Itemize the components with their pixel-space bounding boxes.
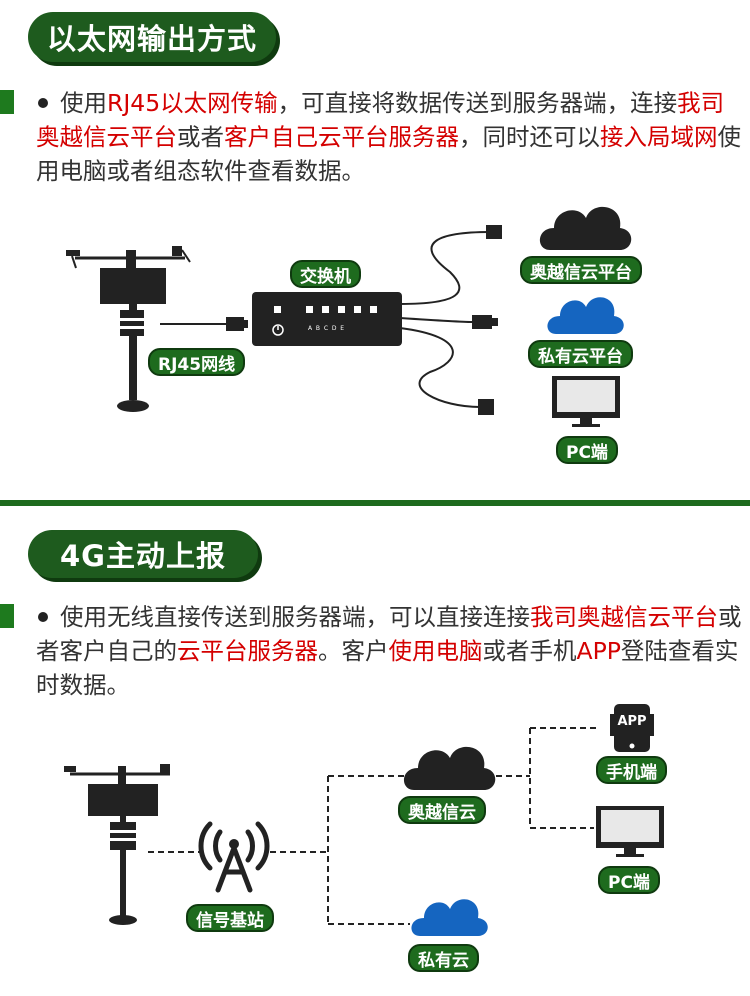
private-cloud-icon (547, 297, 624, 334)
signal-tower-icon (198, 821, 270, 893)
tower-label: 信号基站 (186, 904, 274, 932)
highlight-text: 客户自己云平台服务器 (224, 123, 459, 151)
section2-title: 4G主动上报 (28, 530, 258, 578)
body-text: 使用电脑或者组态软件查看数据。 (36, 123, 741, 185)
switch-port-labels: A B C D E (308, 325, 345, 332)
weather-station-icon-2 (64, 764, 170, 925)
pc-label-2: PC端 (598, 866, 660, 894)
cloud-main-label-2: 奥越信云 (398, 796, 486, 824)
bullet-dot (38, 611, 48, 622)
highlight-text: 我司奥越信云平台 (530, 603, 718, 631)
cloud-main-label: 奥越信云平台 (520, 256, 642, 284)
cable-label: RJ45网线 (148, 348, 246, 376)
rj45-cable-icon (160, 317, 248, 331)
highlight-text: 我司奥越信云平台 (36, 89, 725, 151)
pc-label: PC端 (556, 436, 618, 464)
switch-cables-icon (399, 225, 502, 415)
section2-accent-bar (0, 604, 14, 628)
cloud-icon-2 (403, 746, 496, 790)
switch-label: 交换机 (290, 260, 361, 288)
bullet-dot (38, 97, 48, 108)
highlight-text: 云平台服务器 (177, 637, 318, 665)
section1-accent-bar (0, 90, 14, 114)
phone-app-icon (610, 704, 654, 752)
dashed-connections (148, 727, 598, 925)
highlight-text: 接入局域网 (600, 123, 718, 151)
weather-station-icon (66, 246, 191, 412)
body-text: 使用无线直接传送到服务器端，可以直接连接 (60, 603, 530, 631)
monitor-icon (552, 376, 620, 427)
body-text: 或者手机 (482, 637, 577, 665)
monitor-icon-2 (596, 806, 664, 857)
body-text: 或者 (177, 123, 224, 151)
section2-paragraph: 使用无线直接传送到服务器端，可以直接连接我司奥越信云平台或者客户自己的云平台服务… (36, 600, 746, 702)
body-text: 。客户 (318, 637, 389, 665)
highlight-text: RJ45以太网传输 (107, 89, 278, 117)
body-text: ，同时还可以 (459, 123, 600, 151)
private-cloud-icon-2 (411, 899, 488, 936)
body-text: 使用 (60, 89, 107, 117)
phone-label: 手机端 (596, 756, 667, 784)
cloud-private-label-2: 私有云 (408, 944, 479, 972)
section1-title-text: 以太网输出方式 (46, 22, 257, 56)
phone-app-text: APP (617, 714, 647, 729)
body-text: ，可直接将数据传送到服务器端，连接 (277, 89, 678, 117)
section2-title-text: 4G主动上报 (60, 539, 226, 573)
network-switch-icon (252, 292, 402, 346)
section1-title: 以太网输出方式 (28, 12, 276, 62)
cloud-private-label: 私有云平台 (528, 340, 633, 368)
highlight-text: 使用电脑 (388, 637, 483, 665)
highlight-text: APP (576, 637, 621, 665)
body-text: 登陆查看实时数据。 (36, 637, 739, 699)
section1-paragraph: 使用RJ45以太网传输，可直接将数据传送到服务器端，连接我司奥越信云平台或者客户… (36, 86, 746, 188)
section-divider (0, 500, 750, 506)
body-text: 或者客户自己的 (36, 603, 742, 665)
cloud-icon (539, 206, 632, 250)
